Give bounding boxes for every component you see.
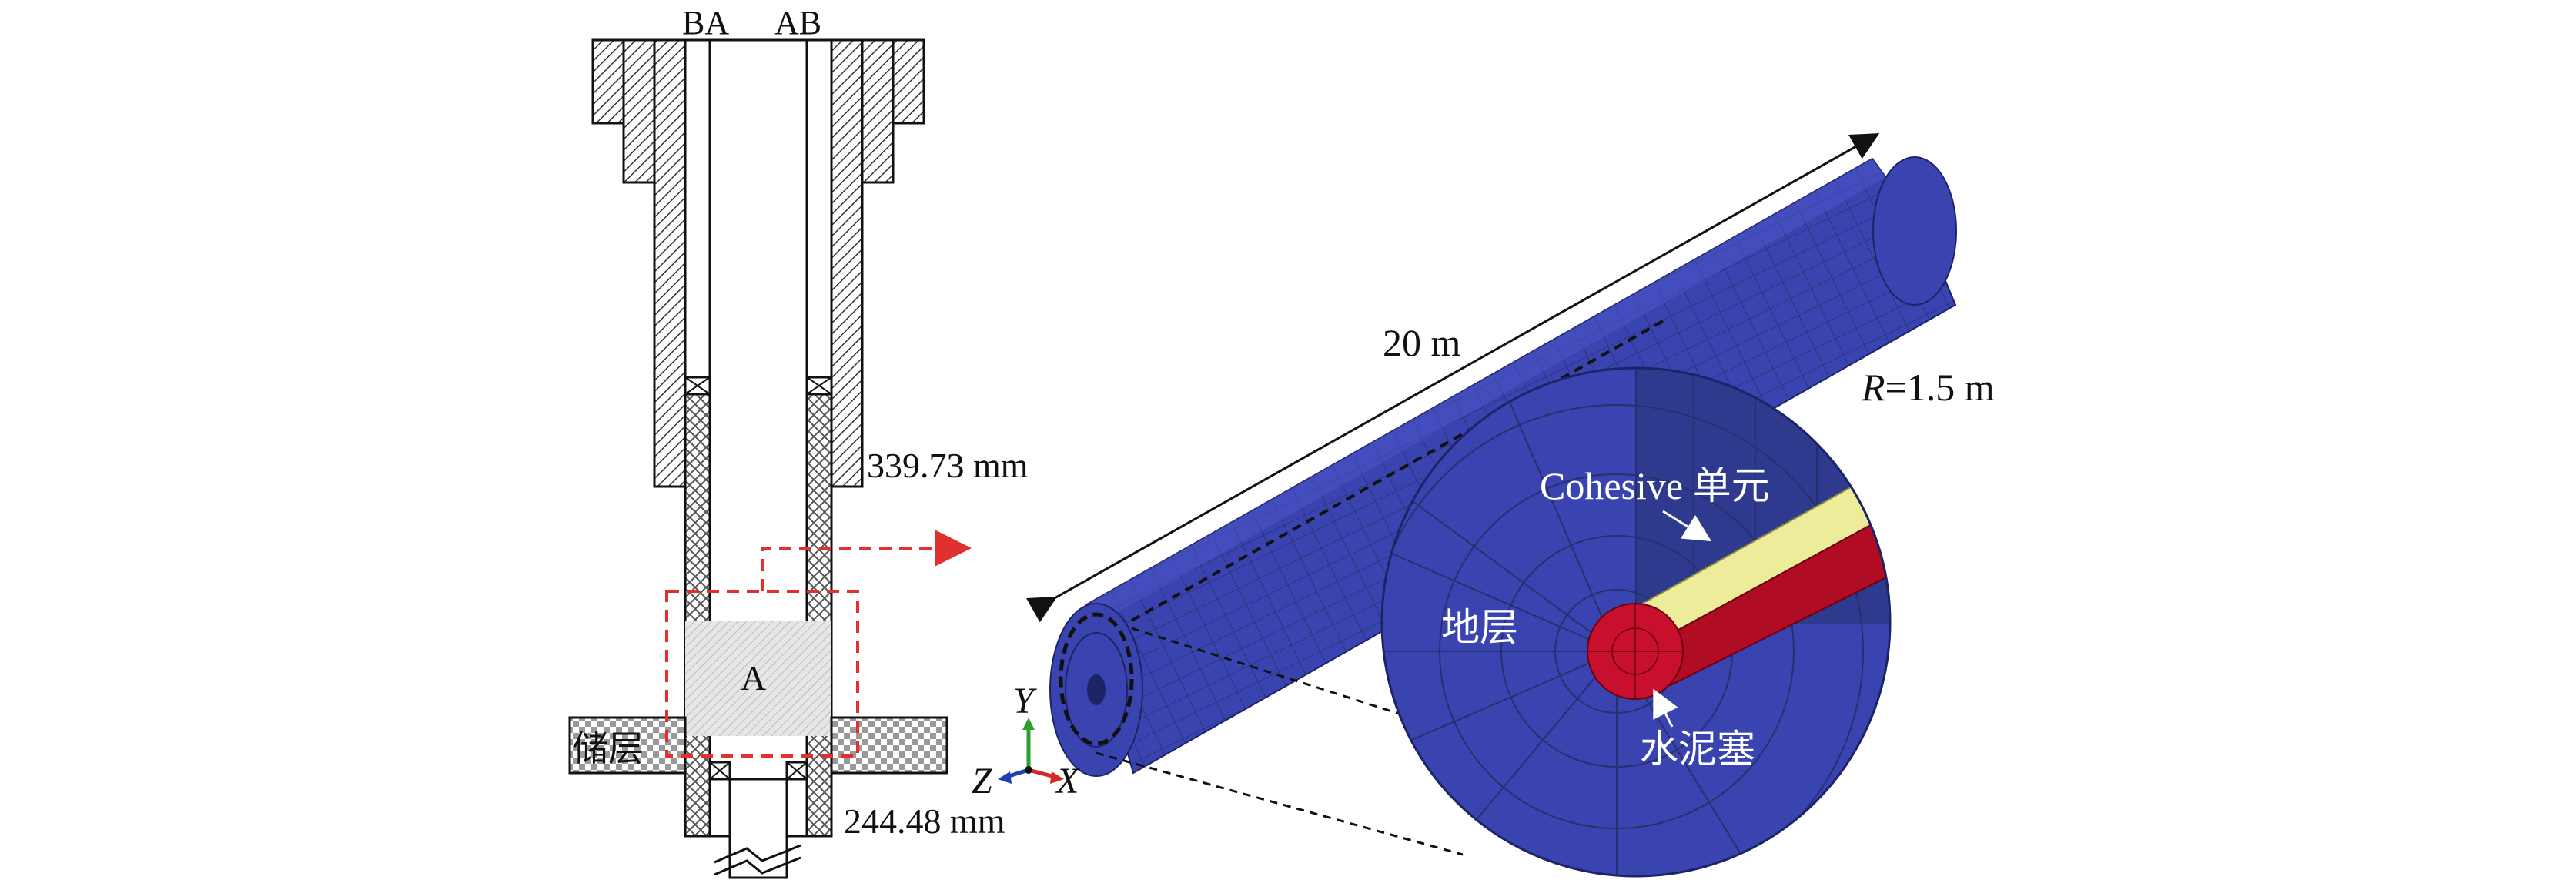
reservoir-layer-left [568, 716, 687, 775]
break-symbol [714, 844, 801, 876]
label-cement-plug: 水泥塞 [1640, 727, 1755, 771]
cement-annulus-left [684, 391, 711, 838]
well-schematic: BA AB 339.73 mm 244.48 mm A 储层 [568, 4, 1029, 879]
cement-plug-pointer [1653, 688, 1678, 728]
label-formation: 地层 [1441, 605, 1518, 650]
label-plug-a: A [741, 658, 766, 698]
zoom-connector-lower [1096, 751, 1464, 856]
wellhead-step-left [622, 38, 656, 184]
wellhead-step-right [861, 38, 895, 184]
cylinder-far-end [1872, 156, 1957, 306]
label-inner-casing: 244.48 mm [844, 801, 1005, 841]
zoom-connector-upper [1131, 627, 1431, 725]
label-cohesive: Cohesive 单元 [1540, 464, 1770, 507]
axis-label-x: X [1055, 761, 1080, 801]
outer-casing-wall-right [830, 38, 864, 488]
packer-upper-left [684, 376, 711, 396]
highlight-box [665, 590, 859, 758]
zoom-detail [1382, 368, 1890, 876]
radius-symbol: R [1861, 366, 1885, 409]
zoom-circle-border [1380, 366, 1892, 878]
axis-triad: Y Z X [972, 681, 1080, 801]
radius-value: =1.5 m [1885, 366, 1995, 409]
cement-annulus-right [805, 391, 833, 838]
highlight-arrow [761, 530, 972, 591]
tail-pipe [728, 778, 788, 879]
axis-label-y: Y [1013, 681, 1037, 721]
cement-plug-a [685, 621, 831, 736]
packer-upper-right [805, 376, 833, 396]
label-radius: R=1.5 m [1861, 366, 1995, 409]
near-end-core [1087, 674, 1106, 705]
reservoir-layer-right [830, 716, 948, 775]
label-ba: BA [682, 4, 729, 42]
outer-casing-wall-left [653, 38, 687, 488]
label-reservoir: 储层 [573, 728, 644, 769]
axis-label-z: Z [972, 761, 993, 801]
label-outer-casing: 339.73 mm [867, 446, 1029, 485]
model-3d: 20 m R=1.5 m [972, 133, 1995, 878]
label-length: 20 m [1383, 321, 1461, 364]
label-ab: AB [774, 4, 821, 42]
near-end-ring [1065, 632, 1128, 748]
packer-lower-left [708, 761, 731, 781]
cohesive-pointer [1662, 510, 1712, 542]
length-dimension-arrow [1026, 133, 1880, 623]
packer-lower-right [785, 761, 808, 781]
